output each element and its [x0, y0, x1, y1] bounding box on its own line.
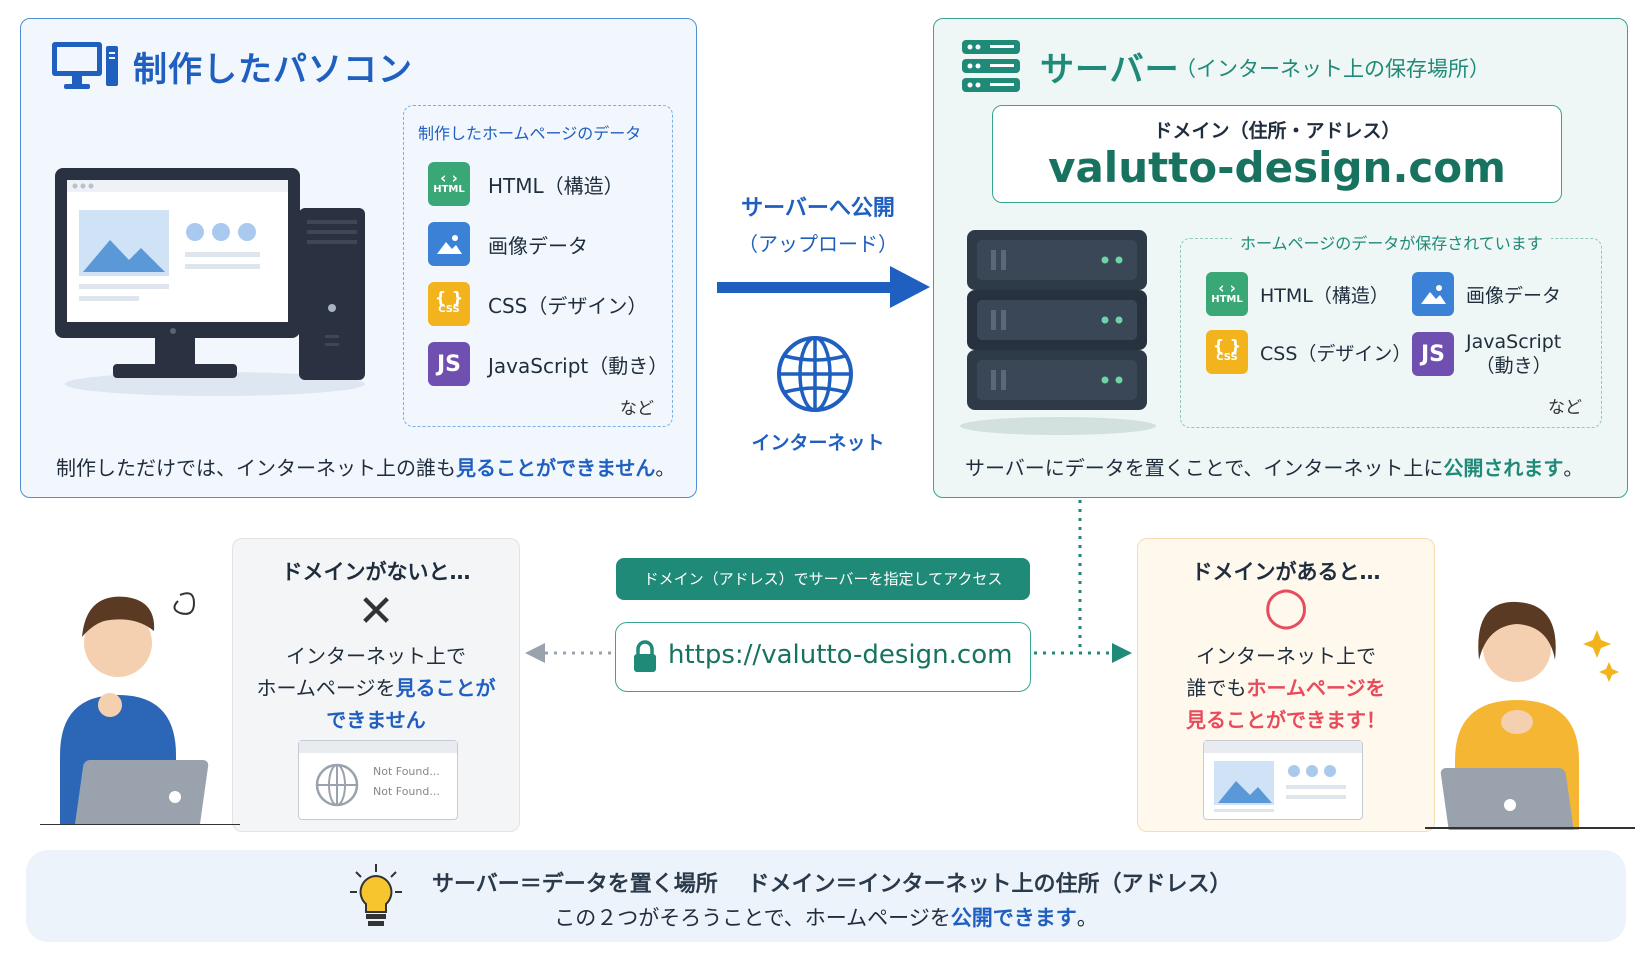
- pc-etc: など: [620, 399, 654, 419]
- css-file-icon: { }CSS: [1206, 330, 1248, 374]
- image-file-icon: [428, 222, 470, 266]
- domain-card-title: ドメインがあると…: [1191, 560, 1381, 584]
- css-file-icon: { }CSS: [428, 282, 470, 326]
- pc-file-image: 画像データ: [428, 222, 588, 266]
- pc-data-box-title: 制作したホームページのデータ: [418, 124, 642, 143]
- server-file-js: JS JavaScript （動き）: [1412, 330, 1561, 378]
- domain-card-line1: インターネット上で: [1196, 644, 1376, 668]
- globe-icon: [777, 336, 853, 412]
- js-file-icon: JS: [1412, 332, 1454, 376]
- summary-bar: [26, 850, 1626, 942]
- internet-label: インターネット: [751, 432, 885, 454]
- server-data-box-title: ホームページのデータが保存されています: [1232, 230, 1551, 254]
- server-rack-illustration: [960, 230, 1156, 435]
- summary-line1: サーバー＝データを置く場所 ドメイン＝インターネット上の住所（アドレス）: [432, 872, 1232, 897]
- no-domain-line2: ホームページを見ることが: [256, 676, 496, 700]
- server-icon: [962, 40, 1020, 92]
- html-file-icon: ‹ ›HTML: [1206, 272, 1248, 316]
- pc-panel-title: 制作したパソコン: [133, 50, 413, 90]
- no-domain-line3: できません: [326, 708, 426, 732]
- website-preview-icon: [1214, 761, 1346, 812]
- url-text: https://valutto-design.com: [668, 640, 1013, 670]
- server-file-css: { }CSS CSS（デザイン）: [1206, 330, 1411, 374]
- domain-label: ドメイン（住所・アドレス）: [1153, 120, 1401, 142]
- domain-card-line2: 誰でもホームページを: [1186, 676, 1386, 700]
- upload-label: （アップロード）: [738, 232, 898, 256]
- server-file-html: ‹ ›HTML HTML（構造）: [1206, 272, 1389, 316]
- pc-file-html: ‹ ›HTML HTML（構造）: [428, 162, 624, 206]
- server-panel-subtitle: （インターネット上の保存場所）: [1175, 57, 1490, 81]
- pc-note: 制作しただけでは、インターネット上の誰も見ることができません。: [56, 456, 676, 480]
- homepage-browser: [1203, 740, 1363, 820]
- not-found-browser: Not Found... Not Found...: [298, 740, 458, 820]
- domain-card-line3: 見ることができます！: [1186, 708, 1386, 732]
- pc-data-box: [403, 105, 673, 427]
- lock-icon: [634, 640, 656, 672]
- server-panel-title: サーバー: [1040, 50, 1180, 90]
- html-file-icon: ‹ ›HTML: [428, 162, 470, 206]
- desktop-computer-illustration: [55, 168, 365, 396]
- no-domain-title: ドメインがないと…: [281, 560, 471, 584]
- computer-icon: [52, 42, 118, 89]
- lightbulb-icon: [350, 864, 402, 926]
- upload-arrow-icon: [717, 266, 930, 308]
- server-etc: など: [1548, 398, 1582, 418]
- happy-person-illustration: [1425, 601, 1635, 830]
- publish-label: サーバーへ公開: [741, 196, 895, 221]
- cross-icon: ✕: [357, 586, 395, 637]
- no-domain-line1: インターネット上で: [286, 644, 466, 668]
- summary-line2: この２つがそろうことで、ホームページを公開できます。: [554, 906, 1098, 930]
- circle-icon: ○: [1263, 576, 1309, 636]
- domain-box: [992, 105, 1562, 203]
- pc-file-css: { }CSS CSS（デザイン）: [428, 282, 647, 326]
- image-file-icon: [1412, 272, 1454, 316]
- confused-person-illustration: [40, 592, 240, 825]
- server-note: サーバーにデータを置くことで、インターネット上に公開されます。: [965, 456, 1584, 480]
- access-badge: ドメイン（アドレス）でサーバーを指定してアクセス: [616, 558, 1030, 600]
- pc-file-js: JS JavaScript（動き）: [428, 342, 668, 386]
- js-file-icon: JS: [428, 342, 470, 386]
- domain-name: valutto-design.com: [1048, 143, 1506, 192]
- url-bar[interactable]: [615, 622, 1031, 692]
- server-file-image: 画像データ: [1412, 272, 1561, 316]
- globe-icon: [315, 763, 359, 807]
